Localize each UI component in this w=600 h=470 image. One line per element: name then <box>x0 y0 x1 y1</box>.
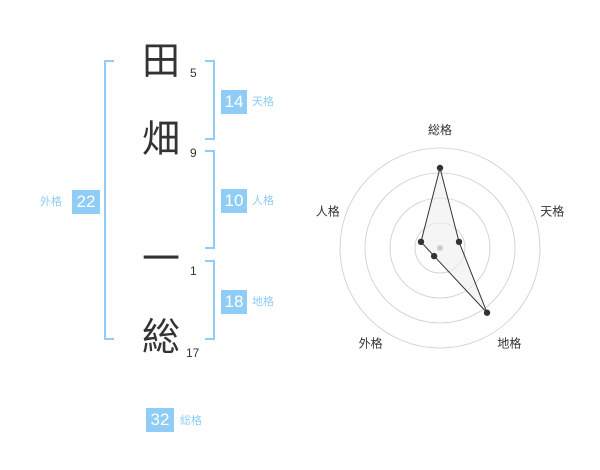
jinkaku-value: 10 <box>221 189 247 213</box>
radar-point <box>455 238 463 246</box>
stroke-count-4: 17 <box>186 346 200 360</box>
radar-center-dot <box>437 245 443 251</box>
jinkaku-label: 人格 <box>252 194 274 207</box>
tenkaku-label: 天格 <box>252 95 274 108</box>
stroke-count-2: 9 <box>190 146 197 160</box>
name-char-1: 田 <box>141 39 180 83</box>
soukaku-label: 総格 <box>180 414 202 427</box>
radar-axis-label: 総格 <box>428 122 452 137</box>
radar-point <box>430 252 438 260</box>
stroke-count-1: 5 <box>190 66 197 80</box>
radar-ring <box>339 147 541 349</box>
tenkaku-value: 14 <box>221 90 247 114</box>
soukaku-value: 32 <box>146 408 174 432</box>
tenkaku-bracket <box>205 60 215 140</box>
radar-point <box>417 238 425 246</box>
radar-point <box>436 164 444 172</box>
jinkaku-bracket <box>205 150 215 249</box>
name-char-4: 総 <box>141 315 180 359</box>
name-char-2: 畑 <box>141 117 180 161</box>
stroke-count-3: 1 <box>190 264 197 278</box>
radar-point <box>483 309 491 316</box>
radar-axis-label: 天格 <box>540 204 564 219</box>
gaikaku-value: 22 <box>72 190 100 214</box>
chikaku-bracket <box>205 260 215 340</box>
chikaku-label: 地格 <box>252 295 274 308</box>
chikaku-value: 18 <box>221 290 247 314</box>
radar-axis-label: 外格 <box>359 335 383 350</box>
radar-axis-label: 人格 <box>316 204 340 219</box>
gaikaku-bracket <box>104 60 114 340</box>
name-char-3: 一 <box>141 237 180 281</box>
gaikaku-label: 外格 <box>40 195 62 208</box>
radar-axis-label: 地格 <box>497 335 521 350</box>
radar-data-polygon <box>420 167 488 314</box>
